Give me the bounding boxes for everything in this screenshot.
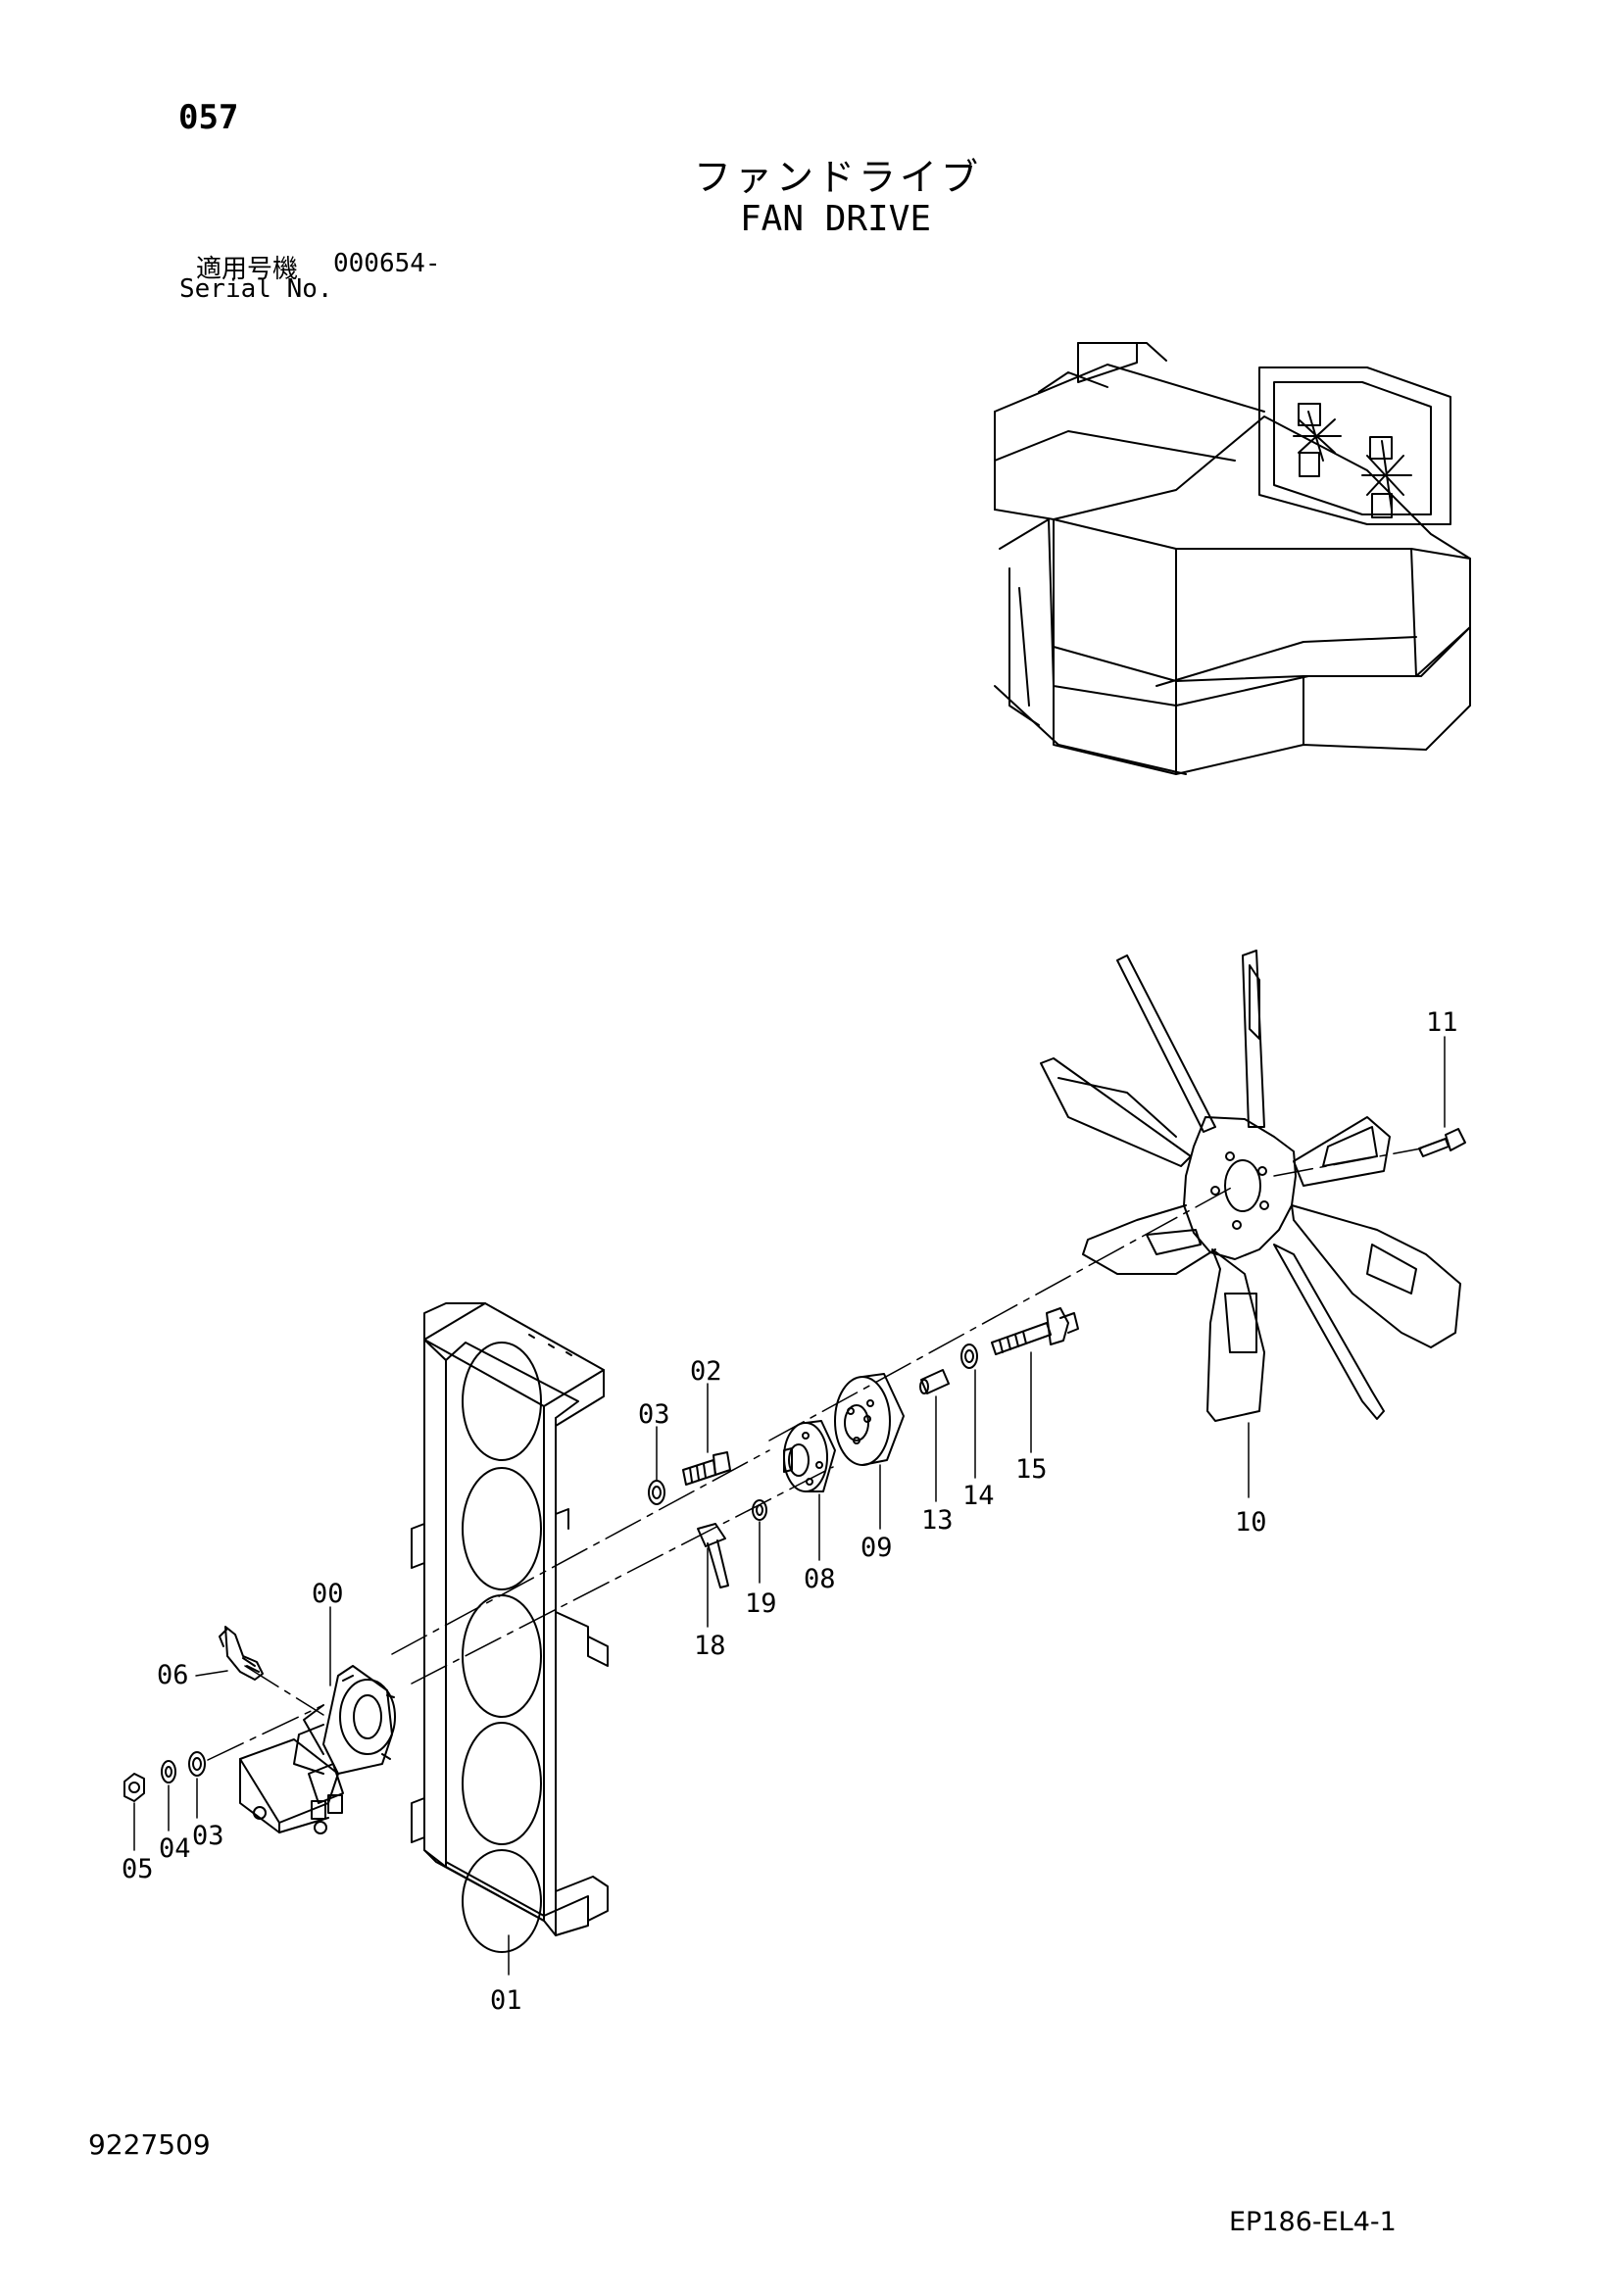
part-label-09: 09 — [860, 1533, 893, 1563]
drawing-number: 9227509 — [88, 2128, 211, 2161]
fan-hub-assembly — [648, 1128, 1466, 1588]
part-label-06: 06 — [157, 1660, 189, 1690]
assembly-centerlines — [207, 1148, 1422, 1761]
leader-lines — [133, 1036, 1446, 1976]
serial-label-japanese: 適用号機 — [196, 255, 299, 284]
title-japanese: ファンドライブ — [694, 156, 983, 199]
radiator-frame — [411, 1302, 609, 1953]
title-english: FAN DRIVE — [740, 199, 932, 239]
part-label-10: 10 — [1235, 1507, 1267, 1538]
part-label-08: 08 — [804, 1564, 836, 1594]
serial-label-english: Serial No. — [179, 274, 333, 304]
part-label-15: 15 — [1015, 1454, 1048, 1485]
part-label-11: 11 — [1426, 1007, 1458, 1038]
fan-motor — [239, 1665, 396, 1834]
part-label-03-lower: 03 — [192, 1821, 224, 1851]
reference-code: EP186-EL4-1 — [1229, 2207, 1397, 2237]
cooling-fan — [1040, 950, 1461, 1422]
page-number: 057 — [178, 98, 239, 137]
part-label-13: 13 — [921, 1505, 954, 1536]
part-label-03-upper: 03 — [638, 1399, 670, 1430]
part-label-19: 19 — [745, 1588, 777, 1619]
elbow-fitting — [219, 1626, 264, 1681]
part-label-02: 02 — [690, 1356, 722, 1387]
part-label-14: 14 — [962, 1481, 995, 1511]
part-label-01: 01 — [490, 1985, 522, 2016]
part-label-18: 18 — [694, 1631, 726, 1661]
part-label-00: 00 — [312, 1579, 344, 1609]
hardware-nut-washers — [123, 1751, 206, 1802]
machine-overview-illustration — [994, 342, 1471, 775]
part-label-04: 04 — [159, 1833, 191, 1864]
serial-number-value: 000654- — [333, 249, 441, 278]
part-number-labels: 00 01 02 03 03 04 05 06 08 09 10 11 13 1… — [122, 1007, 1458, 2016]
part-label-05: 05 — [122, 1854, 154, 1884]
